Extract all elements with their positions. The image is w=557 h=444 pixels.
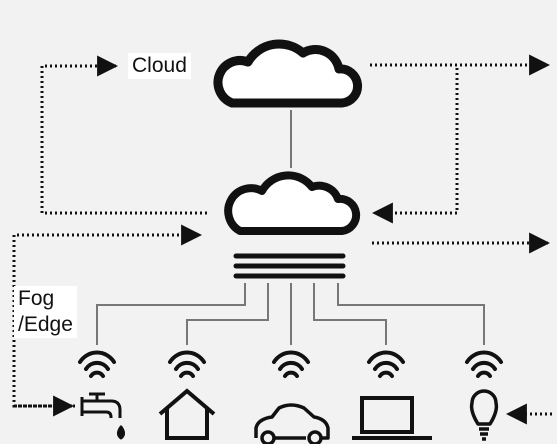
edge-label-text: /Edge	[18, 313, 73, 336]
wifi-icon	[78, 350, 116, 378]
house-icon	[158, 388, 216, 440]
car-icon	[254, 403, 330, 444]
cloud-label: Cloud	[128, 53, 191, 79]
cloud-label-text: Cloud	[132, 54, 187, 77]
fog-device-connectors	[96, 283, 485, 345]
cloud-to-fog-arrow	[370, 63, 459, 224]
fog-icon	[224, 171, 361, 279]
light-bulb-icon	[469, 389, 499, 441]
wifi-icon	[465, 350, 503, 378]
wifi-icon	[367, 350, 405, 378]
wifi-icon	[272, 350, 310, 378]
wifi-icon	[168, 350, 206, 378]
water-tap-icon	[80, 392, 125, 440]
laptop-icon	[352, 396, 432, 440]
fog-label-text: Fog	[18, 287, 55, 310]
cloud-icon	[213, 39, 362, 108]
fog-edge-label: Fog /Edge	[14, 286, 77, 338]
